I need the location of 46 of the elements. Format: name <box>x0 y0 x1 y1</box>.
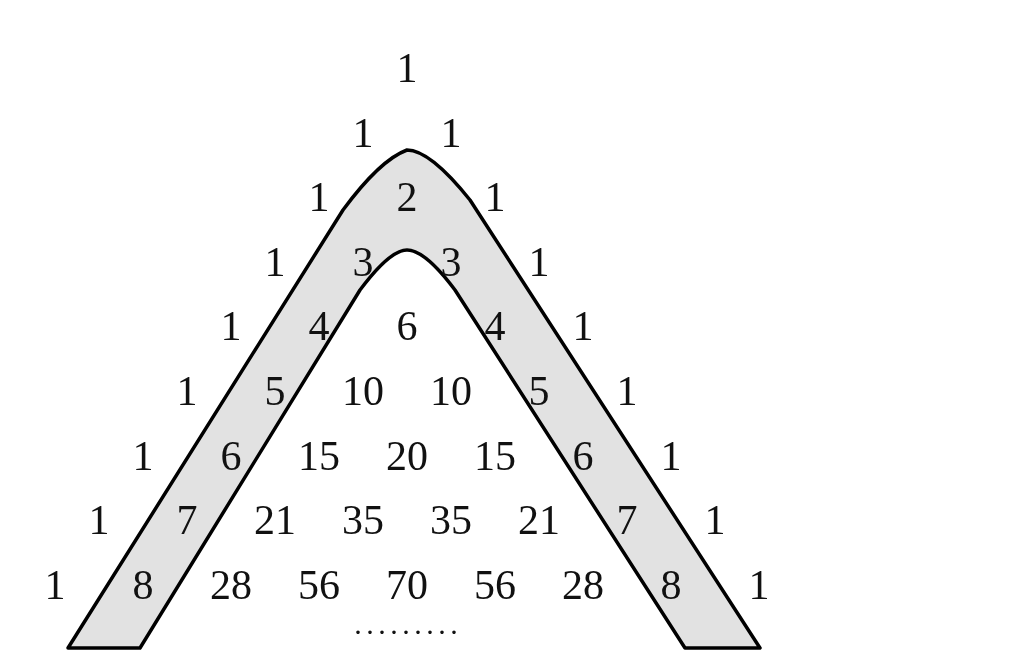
continuation-dots: ········· <box>353 614 461 650</box>
number-label: 5 <box>264 368 286 414</box>
number-label: 8 <box>132 561 154 608</box>
number-label: 2 <box>396 174 418 221</box>
number-label: 5 <box>528 368 550 414</box>
number-label: 1 <box>572 303 594 350</box>
number-label: 1 <box>484 174 506 221</box>
number-label: 10 <box>430 368 472 414</box>
number-label: 1 <box>440 109 462 156</box>
number-label: 1 <box>660 432 682 479</box>
number-label: 1 <box>176 368 198 414</box>
number-label: 15 <box>298 432 340 479</box>
number-label: 3 <box>440 238 462 285</box>
number-label: 28 <box>562 561 604 608</box>
number-label: 1 <box>616 368 638 414</box>
number-label: 35 <box>430 497 472 544</box>
number-label: 6 <box>220 432 242 479</box>
number-label: 1 <box>132 432 154 479</box>
number-label: 1 <box>308 174 330 221</box>
number-label: 1 <box>264 238 286 285</box>
number-label: 6 <box>396 303 418 350</box>
number-label: 15 <box>474 432 516 479</box>
number-label: 4 <box>484 303 506 350</box>
number-label: 1 <box>88 497 110 544</box>
number-label: 21 <box>254 497 296 544</box>
number-label: 1 <box>528 238 550 285</box>
number-label: 21 <box>518 497 560 544</box>
number-label: 56 <box>298 561 340 608</box>
number-label: 70 <box>386 561 428 608</box>
number-label: 28 <box>210 561 252 608</box>
number-label: 10 <box>342 368 384 414</box>
number-label: 7 <box>616 497 638 544</box>
number-label: 1 <box>352 109 374 156</box>
number-label: 20 <box>386 432 428 479</box>
number-label: 1 <box>396 45 418 91</box>
number-label: 4 <box>308 303 330 350</box>
number-label: 8 <box>660 561 682 608</box>
number-label: 1 <box>704 497 726 544</box>
number-label: 3 <box>352 238 374 285</box>
number-label: 7 <box>176 497 198 544</box>
number-label: 6 <box>572 432 594 479</box>
number-label: 1 <box>748 561 770 608</box>
number-label: 1 <box>44 561 66 608</box>
number-label: 35 <box>342 497 384 544</box>
number-label: 56 <box>474 561 516 608</box>
number-label: 1 <box>220 303 242 350</box>
